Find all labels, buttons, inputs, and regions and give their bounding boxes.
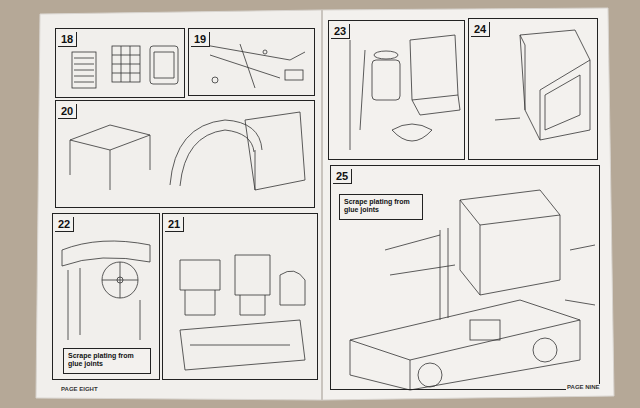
step-number: 23 (331, 24, 350, 39)
step-panel: 18 (55, 28, 185, 98)
step-number: 18 (58, 32, 77, 47)
note-box: Scrape plating from glue joints (63, 348, 151, 374)
step-number: 19 (191, 32, 210, 47)
step-panel: 23 (328, 20, 465, 160)
step-number: 24 (471, 22, 490, 37)
page-label: PAGE NINE (566, 384, 601, 390)
step-number: 20 (58, 104, 77, 119)
step-panel: 21 (162, 213, 318, 380)
left-page (36, 10, 322, 400)
right-page (322, 8, 614, 400)
note-text: Scrape plating from glue joints (64, 349, 150, 371)
page-fold (321, 10, 323, 400)
step-panel: 25Scrape plating from glue joints (330, 165, 600, 390)
step-number: 25 (333, 169, 352, 184)
step-panel: 22Scrape plating from glue joints (52, 213, 160, 380)
note-box: Scrape plating from glue joints (339, 194, 423, 220)
step-number: 21 (165, 217, 184, 232)
note-text: Scrape plating from glue joints (340, 195, 422, 217)
step-number: 22 (55, 217, 74, 232)
page-label: PAGE EIGHT (60, 386, 99, 392)
step-panel: 19 (188, 28, 315, 96)
step-panel: 20 (55, 100, 315, 208)
step-panel: 24 (468, 18, 598, 160)
